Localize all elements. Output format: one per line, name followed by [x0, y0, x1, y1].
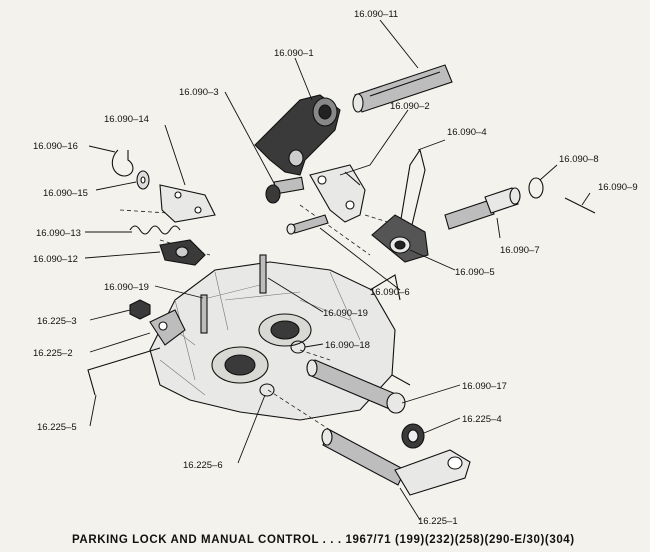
shaft-16-090-17 [306, 359, 406, 414]
selector-shaft-16-225-1 [321, 428, 471, 496]
label-16-090-8: 16.090–8 [559, 154, 599, 165]
pawl-16-090-5 [371, 214, 429, 263]
segment-lever-16-225-2 [149, 309, 186, 346]
pin-16-090-11 [352, 64, 453, 113]
label-16-090-13: 16.090–13 [36, 228, 81, 239]
label-16-090-5: 16.090–5 [455, 267, 495, 278]
label-16-090-19-right: 16.090–19 [323, 308, 368, 319]
label-16-225-2: 16.225–2 [33, 348, 73, 359]
label-16-090-4: 16.090–4 [447, 127, 487, 138]
label-16-090-15: 16.090–15 [43, 188, 88, 199]
rod-16-225-5 [87, 347, 161, 396]
part-labels: 16.090–11 16.090–1 16.090–3 16.090–2 16.… [33, 9, 638, 527]
label-16-090-18: 16.090–18 [325, 340, 370, 351]
bracket-16-090-2 [309, 164, 366, 223]
nut-16-225-3 [129, 299, 151, 320]
washer-16-090-15 [136, 170, 150, 190]
label-16-225-3: 16.225–3 [37, 316, 77, 327]
label-16-090-14: 16.090–14 [104, 114, 149, 125]
label-16-090-7: 16.090–7 [500, 245, 540, 256]
spring-16-090-13 [129, 225, 181, 235]
label-16-225-1: 16.225–1 [418, 516, 458, 527]
label-16-090-19-left: 16.090–19 [104, 282, 149, 293]
label-16-090-16: 16.090–16 [33, 141, 78, 152]
dowel-pins-16-090-19 [200, 254, 267, 334]
diagram-caption: PARKING LOCK AND MANUAL CONTROL . . . 19… [72, 534, 575, 546]
pin-16-090-9 [564, 197, 596, 214]
label-16-090-1: 16.090–1 [274, 48, 314, 59]
detent-16-090-12 [159, 239, 206, 266]
shaft-16-090-7 [444, 187, 521, 230]
bushing-16-225-4 [401, 423, 425, 449]
label-16-090-6: 16.090–6 [370, 287, 410, 298]
lever-16-090-1 [254, 94, 341, 176]
label-16-090-9: 16.090–9 [598, 182, 638, 193]
oring-16-225-6 [259, 383, 275, 397]
spring-16-090-4 [399, 148, 426, 226]
label-16-090-2: 16.090–2 [390, 101, 430, 112]
clip-16-090-16 [111, 149, 134, 177]
label-16-090-17: 16.090–17 [462, 381, 507, 392]
label-16-225-4: 16.225–4 [462, 414, 502, 425]
bolt-16-090-3 [265, 176, 305, 204]
pin-16-090-6 [286, 214, 329, 235]
label-16-090-3: 16.090–3 [179, 87, 219, 98]
label-16-225-5: 16.225–5 [37, 422, 77, 433]
leader-lines [84, 19, 591, 521]
label-16-090-11: 16.090–11 [354, 9, 398, 20]
ring-16-090-8 [528, 177, 544, 199]
plate-16-090-14 [159, 184, 216, 223]
transmission-housing [149, 261, 411, 421]
label-16-225-6: 16.225–6 [183, 460, 223, 471]
label-16-090-12: 16.090–12 [33, 254, 78, 265]
